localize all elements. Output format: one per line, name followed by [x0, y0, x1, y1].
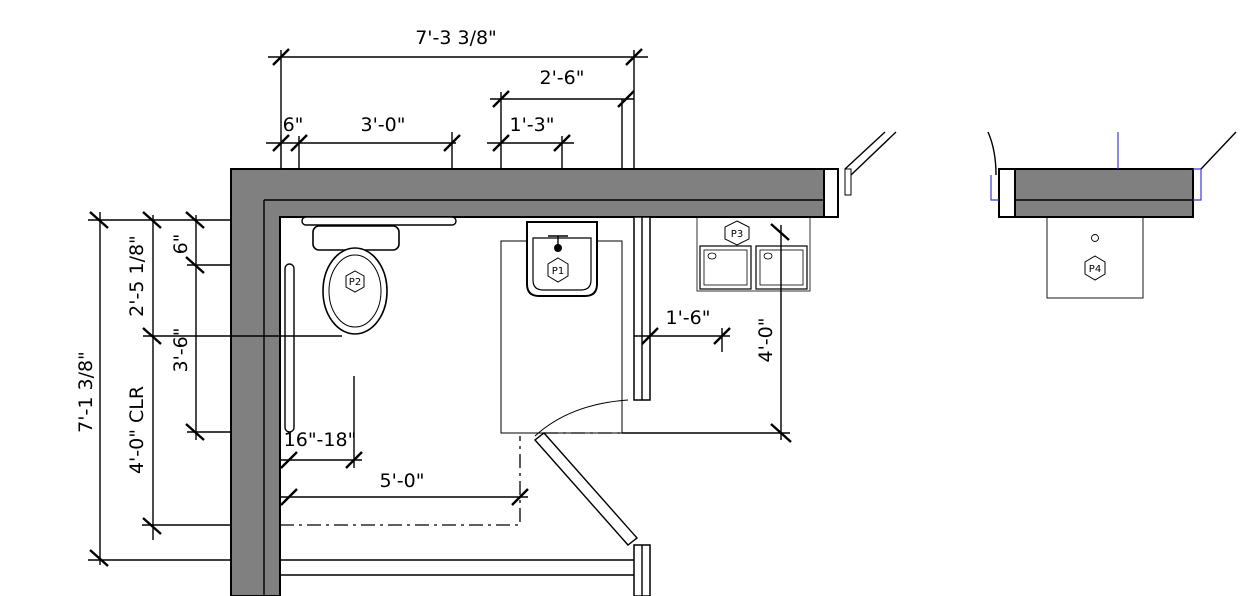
p1-tag: P1	[547, 257, 569, 283]
dim-offset-top: 6"	[283, 114, 304, 136]
dim-side-offset: 6"	[170, 234, 192, 255]
p3-drain-left	[707, 252, 717, 260]
p2-tag: P2	[345, 270, 365, 293]
toilet-bowl-inner	[328, 254, 382, 328]
p4-drain-icon	[1091, 234, 1099, 242]
wall-end-cap	[823, 168, 839, 218]
p4-label: P4	[1089, 264, 1101, 275]
faucet-spout	[548, 235, 568, 248]
p3-sink-left-inner	[703, 249, 748, 286]
wall-diagonal-right	[1200, 131, 1237, 170]
dim-toilet-depth: 2'-5 1/8"	[126, 235, 148, 317]
rear-grab-bar	[301, 216, 457, 226]
right-wall	[998, 168, 1194, 218]
p3-zone	[696, 216, 811, 292]
wall-jamb	[844, 168, 852, 196]
dim-overall-width: 7'-3 3/8"	[415, 27, 497, 49]
dim-clear-depth: 4'-0" CLR	[126, 386, 148, 474]
dim-overall-depth: 7'-1 3/8"	[75, 351, 97, 433]
p3-label: P3	[731, 229, 743, 240]
dim-lav-span: 1'-3"	[510, 114, 555, 136]
fixtures: P2 P1 P3 P4	[280, 216, 1144, 433]
dim-centerline-range: 16"-18"	[284, 429, 357, 451]
blue-ref-box	[1193, 168, 1202, 201]
dim-wall-offset: 1'-6"	[666, 307, 711, 329]
wall-diagonal-mid	[844, 131, 897, 176]
p3-tag: P3	[724, 220, 750, 246]
p4-tag: P4	[1084, 255, 1106, 281]
clear-space-outline	[280, 436, 521, 526]
p4-zone	[1046, 216, 1144, 299]
lavatory-basin	[532, 237, 592, 291]
lavatory	[526, 221, 598, 297]
dim-grab-bar: 3'-6"	[170, 328, 192, 373]
right-wall-end-cap	[998, 168, 1016, 218]
dim-door-depth: 4'-0"	[755, 318, 777, 363]
side-grab-bar	[284, 263, 295, 433]
dimension-lines	[88, 48, 792, 567]
dim-door-width: 2'-6"	[540, 67, 585, 89]
dim-toilet-span: 3'-0"	[361, 114, 406, 136]
partition	[280, 216, 651, 596]
p1-label: P1	[552, 266, 564, 277]
dimension-texts: 7'-3 3/8" 2'-6" 6" 3'-0" 1'-3" 1'-6" 4'-…	[75, 27, 777, 492]
door-swing-arc	[534, 399, 629, 437]
p3-sink-left	[699, 245, 752, 290]
p2-label: P2	[349, 277, 361, 288]
walls	[230, 131, 1237, 596]
toilet-tank	[312, 225, 400, 251]
blue-ref-box-2	[990, 175, 999, 201]
lower-wall	[280, 559, 637, 576]
wall-arc-left	[987, 131, 997, 176]
door-leaf	[533, 432, 639, 546]
dim-clear-width: 5'-0"	[380, 470, 425, 492]
p3-drain-right	[763, 252, 773, 260]
